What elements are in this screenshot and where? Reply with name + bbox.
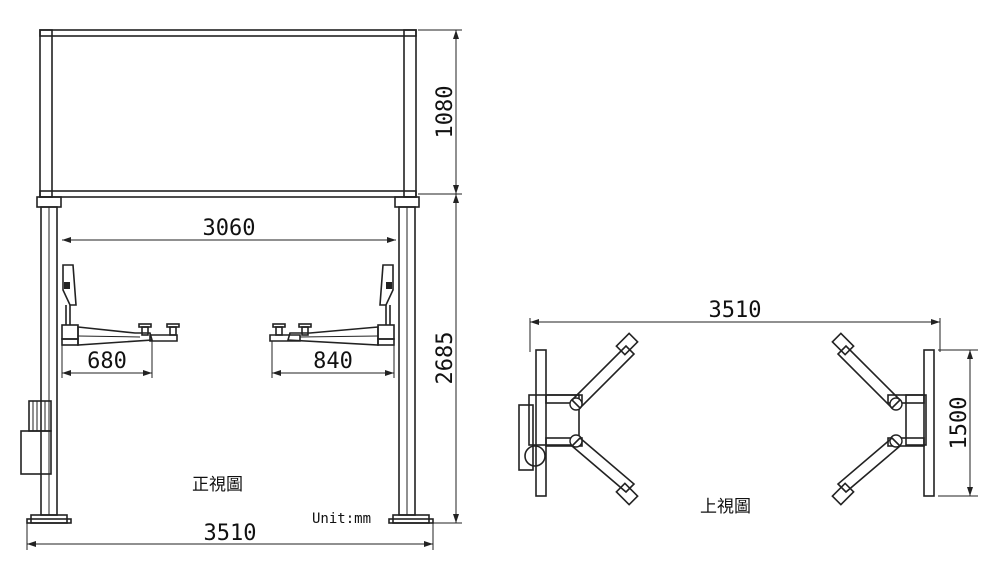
right-post-plan xyxy=(887,349,935,497)
dim-column-height-label: 2685 xyxy=(433,332,458,385)
left-column xyxy=(26,196,72,524)
top-frame xyxy=(39,29,417,198)
dim-column-height: 2685 xyxy=(432,194,462,524)
right-column xyxy=(388,196,434,524)
left-carriage xyxy=(61,264,180,346)
dim-top-height: 1080 xyxy=(418,29,462,195)
dim-overall-width: 3510 xyxy=(26,521,434,550)
dim-right-arm: 840 xyxy=(271,341,395,378)
dim-left-arm-label: 680 xyxy=(87,349,127,374)
unit-label: Unit:mm xyxy=(312,511,371,527)
dim-top-width: 3510 xyxy=(529,298,941,352)
dim-inner-width: 3060 xyxy=(62,216,396,243)
dim-inner-width-label: 3060 xyxy=(203,216,256,241)
dim-top-depth: 1500 xyxy=(938,349,978,497)
right-arms-plan xyxy=(831,332,902,506)
front-view: 3060 680 840 1080 2685 xyxy=(20,29,462,550)
top-view-title: 上視圖 xyxy=(700,497,751,517)
dim-top-width-label: 3510 xyxy=(709,298,762,323)
left-arms-plan xyxy=(570,332,639,506)
dim-top-height-label: 1080 xyxy=(433,86,458,139)
dim-top-depth-label: 1500 xyxy=(947,397,972,450)
dim-right-arm-label: 840 xyxy=(313,349,353,374)
left-post-plan xyxy=(518,349,583,497)
front-view-title: 正視圖 xyxy=(192,475,243,495)
top-view: 3510 1500 xyxy=(518,298,978,517)
power-unit xyxy=(20,400,52,475)
dim-overall-width-label: 3510 xyxy=(204,521,257,546)
dim-left-arm: 680 xyxy=(61,340,153,378)
right-carriage xyxy=(269,264,395,346)
